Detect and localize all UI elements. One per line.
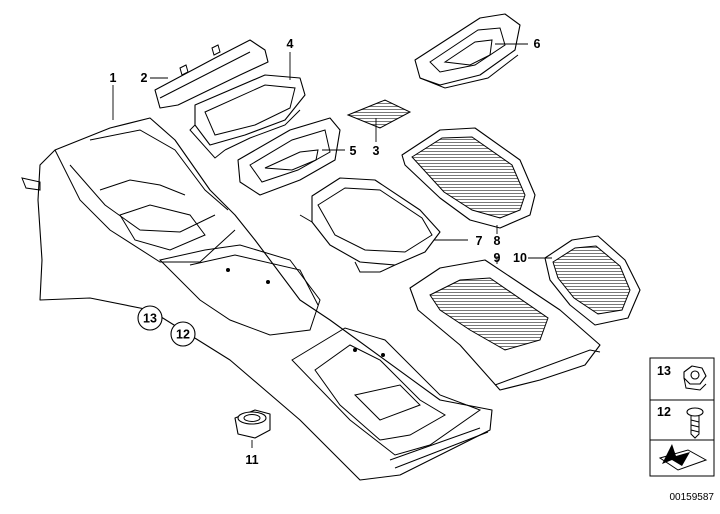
power-socket: [234, 409, 271, 439]
direction-arrow-icon: [658, 444, 708, 471]
fastener-legend: 13 12: [649, 357, 715, 477]
nut-icon: [683, 365, 707, 391]
large-rubber-mat: [401, 127, 536, 229]
label-3: 3: [373, 144, 380, 158]
legend-label-13: 13: [657, 364, 671, 378]
label-10: 10: [513, 251, 527, 265]
label-9: 9: [494, 251, 501, 265]
top-cover-strip: [154, 39, 269, 109]
armrest-lid: [299, 177, 441, 273]
storage-tray-lower: [237, 117, 341, 196]
center-console-body: [21, 117, 493, 481]
label-5: 5: [350, 144, 357, 158]
right-rubber-mat: [544, 235, 641, 326]
circled-labels: 13 12: [137, 305, 196, 347]
cup-holder-insert: [414, 13, 521, 89]
circled-label-13: 13: [143, 312, 157, 326]
document-number: 00159587: [670, 492, 715, 503]
screw-icon: [686, 407, 704, 439]
label-8: 8: [494, 234, 501, 248]
label-6: 6: [534, 37, 541, 51]
storage-tray-upper: [189, 74, 306, 159]
label-11: 11: [245, 453, 258, 467]
part-labels: 1 2 4 5 3 6 7 8 9 10 11: [110, 37, 541, 467]
small-rubber-mat: [346, 99, 412, 129]
circle-12: [170, 321, 196, 347]
legend-label-12: 12: [657, 405, 671, 419]
console-rear-tray: [409, 259, 601, 391]
label-1: 1: [110, 71, 117, 85]
leader-lines: [112, 43, 552, 448]
label-2: 2: [141, 71, 148, 85]
circle-13: [137, 305, 163, 331]
label-7: 7: [476, 234, 483, 248]
circled-label-12: 12: [176, 328, 190, 342]
label-4: 4: [287, 37, 294, 51]
